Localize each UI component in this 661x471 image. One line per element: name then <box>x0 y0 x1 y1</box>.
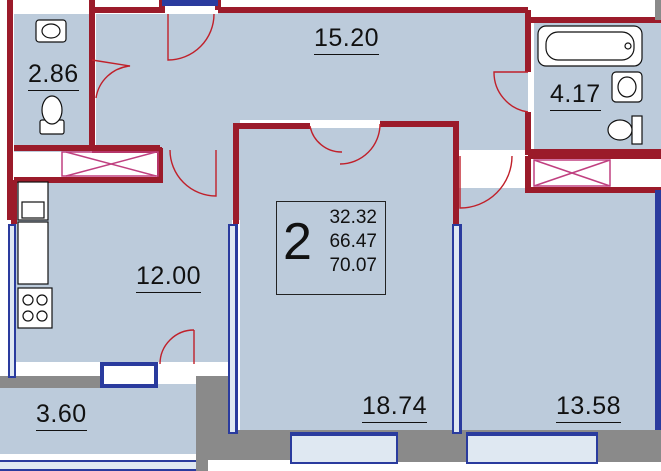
sink-icon <box>17 181 49 285</box>
window-bottom-right-pane <box>468 436 596 462</box>
window-kitchen-left-pane <box>10 226 14 376</box>
wall-upper-left-top <box>89 0 165 13</box>
vents <box>61 151 611 187</box>
wall-bedroom-middle-top-right <box>380 121 459 224</box>
door-arc-bedroom-middle-b <box>339 123 381 165</box>
room-area-bedroom-right: 13.58 <box>556 392 622 423</box>
vent-right-frame <box>533 159 611 187</box>
door-arc-bedroom-middle-a <box>309 125 343 153</box>
door-arc-loggia <box>159 329 195 365</box>
doors <box>91 13 529 365</box>
bathtub-icon <box>537 25 643 67</box>
window-top-left <box>162 0 218 6</box>
room-area-bathroom-small: 2.86 <box>28 60 79 91</box>
vent-left-cross-2 <box>65 151 157 177</box>
door-arc-kitchen <box>169 149 217 197</box>
total-area: 66.47 <box>329 231 377 252</box>
washbasin-icon <box>35 19 67 43</box>
outer-wall-bottom-line <box>232 430 661 436</box>
window-bedroom-right <box>655 190 661 430</box>
floor-bedroom-right <box>458 188 661 430</box>
outer-wall-bottom-right <box>598 436 661 462</box>
wall-vent-left-bot <box>14 148 163 183</box>
outer-wall-loggia-right <box>196 376 208 471</box>
door-arc-bedroom-right <box>459 155 513 209</box>
window-loggia-bottom-pane <box>0 462 196 469</box>
door-arc-wc <box>91 59 131 99</box>
window-middle-right-pane <box>454 226 459 432</box>
bath-sink-icon <box>611 71 643 103</box>
outer-wall-upper-right <box>655 0 661 20</box>
toilet-icon <box>39 95 65 135</box>
door-arc-hallway-top <box>167 13 215 61</box>
total-area-with-loggia: 70.07 <box>329 255 377 276</box>
apartment-info-box: 2 32.32 66.47 70.07 <box>276 201 386 295</box>
outer-wall-loggia-top <box>0 376 100 388</box>
outer-wall-bottom-mid <box>398 436 466 462</box>
floor-loggia <box>0 384 205 454</box>
room-area-kitchen: 12.00 <box>136 262 202 293</box>
room-area-bathroom: 4.17 <box>550 80 601 111</box>
vent-right-cross-2 <box>533 159 611 187</box>
wall-bathroom-left-low <box>525 112 534 155</box>
wall-bedroom-middle-top <box>233 123 310 224</box>
window-middle-left-pane <box>230 226 235 432</box>
floors <box>0 12 661 454</box>
living-area: 32.32 <box>329 207 377 228</box>
walls <box>7 0 661 224</box>
window-bottom-middle-pane <box>292 436 396 462</box>
rooms-count: 2 <box>283 213 312 271</box>
room-area-hallway: 15.20 <box>314 24 380 55</box>
window-loggia-door-pane <box>104 366 154 384</box>
vent-left-frame <box>61 151 159 177</box>
stove-icon <box>17 287 53 329</box>
wall-vent-right <box>525 156 661 193</box>
room-area-bedroom-middle: 18.74 <box>362 392 428 423</box>
bath-toilet-icon <box>607 115 643 145</box>
floor-hallway <box>14 12 528 220</box>
fixtures <box>17 19 643 329</box>
floor-kitchen <box>14 178 232 362</box>
room-area-loggia: 3.60 <box>36 400 87 431</box>
door-arc-bathroom <box>493 71 529 113</box>
